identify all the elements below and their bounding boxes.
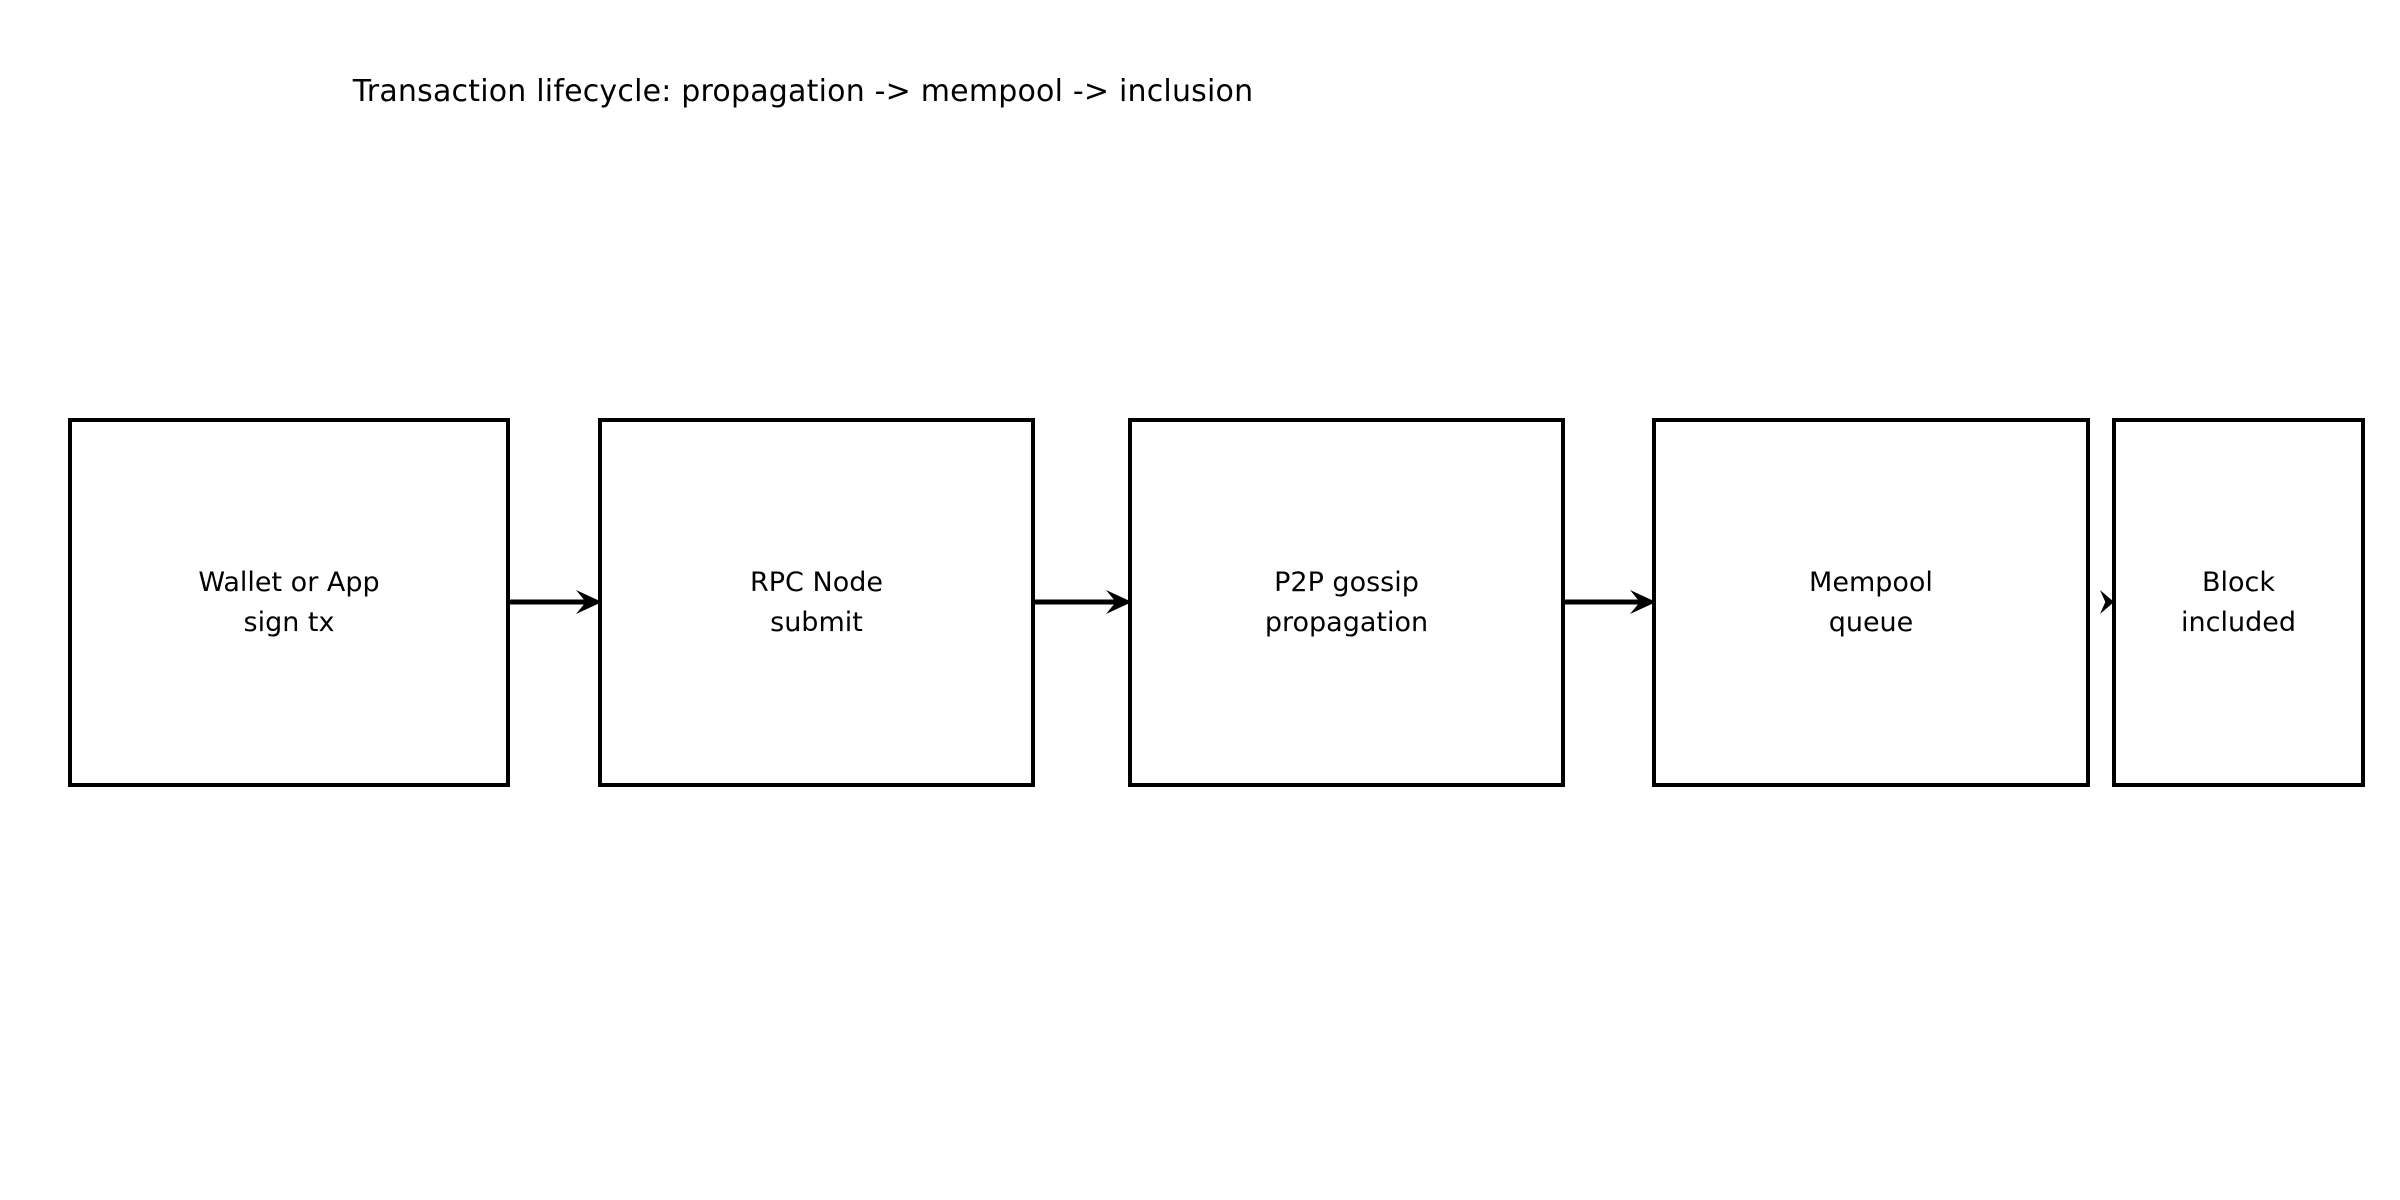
flow-node-block-included[interactable]: Block included	[2112, 418, 2365, 787]
arrow-wallet-to-rpc	[510, 572, 602, 632]
flow-node-label: Mempool queue	[1809, 566, 1933, 638]
flow-node-label: RPC Node submit	[750, 566, 883, 638]
flow-node-wallet-or-app[interactable]: Wallet or App sign tx	[68, 418, 510, 787]
flow-node-label: Block included	[2181, 566, 2296, 638]
arrow-rpc-to-p2p	[1035, 572, 1132, 632]
flow-node-mempool[interactable]: Mempool queue	[1652, 418, 2090, 787]
flow-node-label: Wallet or App sign tx	[198, 566, 380, 638]
arrow-mempool-to-block	[2088, 572, 2114, 632]
page-title-text: Transaction lifecycle: propagation -> me…	[352, 74, 1254, 109]
arrow-p2p-to-mempool	[1565, 572, 1656, 632]
flow-node-p2p-gossip[interactable]: P2P gossip propagation	[1128, 418, 1565, 787]
flow-node-rpc-node[interactable]: RPC Node submit	[598, 418, 1035, 787]
page-title: Transaction lifecycle: propagation -> me…	[0, 72, 2400, 112]
flow-node-label: P2P gossip propagation	[1264, 566, 1429, 638]
